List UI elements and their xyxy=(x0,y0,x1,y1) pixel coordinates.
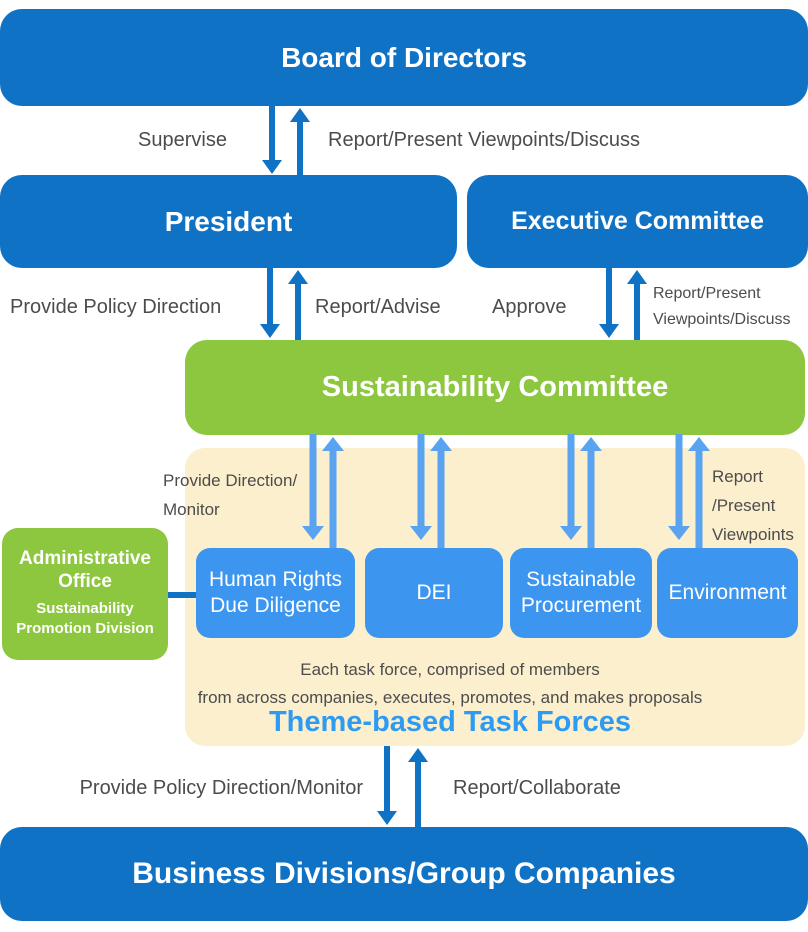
exec-report-label: Report/Present Viewpoints/Discuss xyxy=(653,285,791,328)
board-of-directors-label: Board of Directors xyxy=(281,41,527,73)
taskforce-dei-box: DEI xyxy=(365,548,503,638)
administrative-office-title: Administrative Office xyxy=(19,548,151,593)
committee-taskforce-arrow-down-3 xyxy=(560,434,582,540)
report-present-viewpoints-label: Report /Present Viewpoints xyxy=(712,467,794,544)
provide-policy-direction-label: Provide Policy Direction xyxy=(10,296,222,318)
report-collaborate-arrow-up xyxy=(408,748,428,827)
supervise-label: Supervise xyxy=(138,129,227,151)
theme-based-task-forces-title: Theme-based Task Forces xyxy=(268,706,632,738)
board-of-directors-box: Board of Directors xyxy=(0,9,808,106)
sustainability-committee-label: Sustainability Committee xyxy=(321,371,669,403)
executive-committee-label: Executive Committee xyxy=(511,207,764,235)
administrative-office-box: Administrative Office Sustainability Pro… xyxy=(2,528,168,660)
supervise-arrow-down xyxy=(262,106,282,174)
business-divisions-box: Business Divisions/Group Companies xyxy=(0,827,808,921)
report-advise-label: Report/Advise xyxy=(315,296,441,318)
taskforce-environment-box: Environment xyxy=(657,548,798,638)
committee-taskforce-arrow-up-1 xyxy=(322,437,344,548)
taskforce-environment-label: Environment xyxy=(668,580,787,604)
exec-report-arrow-up xyxy=(627,270,647,340)
provide-policy-direction-monitor-label: Provide Policy Direction/Monitor xyxy=(79,777,363,799)
board-report-label: Report/Present Viewpoints/Discuss xyxy=(328,129,640,151)
president-label: President xyxy=(164,205,293,237)
provide-direction-monitor-label: Provide Direction/ Monitor xyxy=(163,471,298,519)
approve-label: Approve xyxy=(492,296,567,318)
sustainability-committee-box: Sustainability Committee xyxy=(185,340,805,435)
executive-committee-box: Executive Committee xyxy=(467,175,808,268)
taskforce-sustainable-procurement-box: Sustainable Procurement xyxy=(510,548,652,638)
provide-policy-direction-arrow-down xyxy=(260,268,280,338)
taskforce-caption: Each task force, comprised of members fr… xyxy=(197,660,703,707)
approve-arrow-down xyxy=(599,268,619,338)
board-report-arrow-up xyxy=(290,108,310,175)
committee-taskforce-arrow-down-1 xyxy=(302,434,324,540)
business-divisions-label: Business Divisions/Group Companies xyxy=(132,857,676,890)
president-box: President xyxy=(0,175,457,268)
taskforce-human-rights-label: Human Rights Due Diligence xyxy=(208,567,343,617)
report-collaborate-label: Report/Collaborate xyxy=(453,777,621,799)
administrative-office-subtitle: Sustainability Promotion Division xyxy=(16,600,154,638)
committee-taskforce-arrow-up-3 xyxy=(580,437,602,548)
report-advise-arrow-up xyxy=(288,270,308,340)
admin-office-connector-line xyxy=(168,592,196,598)
provide-policy-direction-monitor-arrow-down xyxy=(377,746,397,825)
taskforce-human-rights-due-diligence-box: Human Rights Due Diligence xyxy=(196,548,355,638)
taskforce-dei-label: DEI xyxy=(416,580,452,604)
committee-taskforce-arrow-down-4 xyxy=(668,434,690,540)
committee-taskforce-arrow-up-2 xyxy=(430,437,452,548)
committee-taskforce-arrow-down-2 xyxy=(410,434,432,540)
taskforce-sustainable-procurement-label: Sustainable Procurement xyxy=(520,567,642,617)
committee-taskforce-arrow-up-4 xyxy=(688,437,710,548)
